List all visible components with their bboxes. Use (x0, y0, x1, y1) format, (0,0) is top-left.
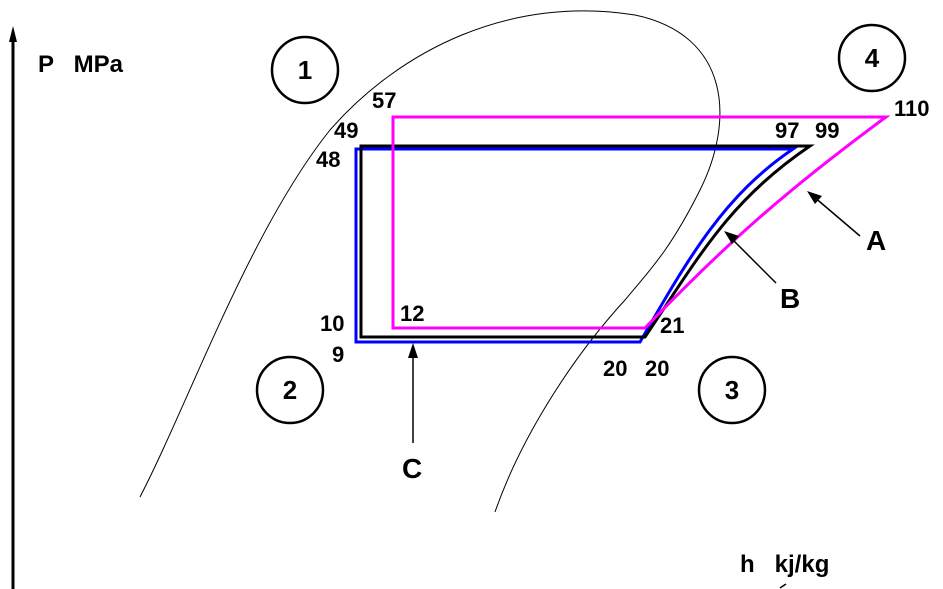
point-label-c-compression-end: 97 (775, 118, 799, 143)
zone-label: 3 (725, 375, 739, 405)
cycle-a-outline (391, 115, 891, 330)
callout-label-b: B (780, 283, 800, 314)
saturation-dome (139, 10, 721, 513)
callout-label-a: A (866, 225, 886, 256)
callout-c: C (402, 343, 422, 484)
point-label-a-evaporator-start: 12 (400, 301, 424, 326)
zone-marker-3: 3 (697, 355, 767, 425)
zone-marker-4: 4 (837, 23, 907, 93)
point-label-c-evaporator-end: 20 (603, 356, 627, 381)
point-label-b-evaporator-start: 10 (320, 311, 344, 336)
x-axis-label: h kj/kg (740, 551, 829, 578)
x-axis-tick-mark (779, 583, 787, 589)
callout-b: B (724, 231, 800, 314)
point-label-b-compression-end: 99 (815, 118, 839, 143)
point-label-a-evaporator-end: 21 (660, 313, 684, 338)
zone-label: 4 (865, 43, 880, 73)
callout-a: A (807, 191, 886, 256)
y-axis (9, 26, 17, 589)
y-axis-label: P MPa (38, 51, 124, 78)
point-label-a-compression-end: 110 (894, 96, 930, 121)
point-label-c-evaporator-start: 9 (332, 342, 344, 367)
point-label-c-expansion-top: 48 (316, 147, 340, 172)
point-label-b-expansion-top: 49 (334, 118, 358, 143)
cycle-b-outline (359, 144, 815, 339)
zone-label: 1 (298, 55, 312, 85)
point-label-b-evaporator-end: 20 (645, 356, 669, 381)
y-axis-arrowhead (9, 26, 17, 42)
zone-label: 2 (283, 375, 297, 405)
point-label-a-expansion-top: 57 (372, 88, 396, 113)
cycle-c-outline (354, 147, 798, 344)
zone-marker-1: 1 (270, 35, 340, 105)
callout-label-c: C (402, 453, 422, 484)
zone-marker-2: 2 (255, 355, 325, 425)
